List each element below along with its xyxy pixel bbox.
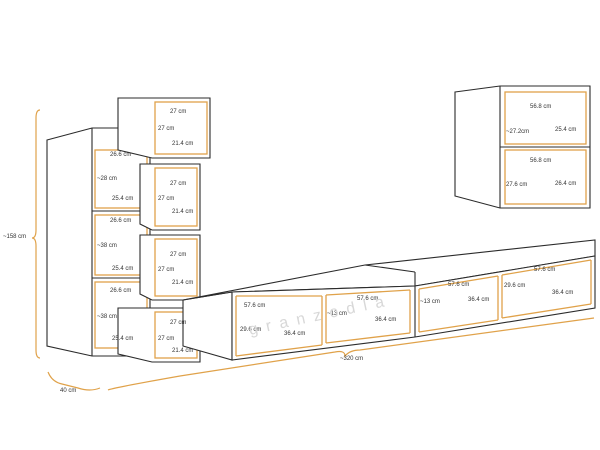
cube-2 <box>139 163 201 231</box>
tall-w2: 26.6 cm <box>110 218 131 224</box>
overall-height-dim <box>31 109 41 359</box>
tv-w1: 57.6 cm <box>244 303 265 309</box>
tall-h2: ~38 cm <box>97 243 117 249</box>
wall-w2: 56.8 cm <box>530 158 551 164</box>
tall-d2: 25.4 cm <box>112 266 133 272</box>
cube3-d: 21.4 cm <box>172 280 193 286</box>
overall-width-dim <box>107 317 595 391</box>
tall-w3: 26.6 cm <box>110 288 131 294</box>
tall-w1: 26.6 cm <box>110 152 131 158</box>
tv-h1: 29.6 cm <box>240 327 261 333</box>
cube1-w: 27 cm <box>170 109 186 115</box>
tv-d1: 36.4 cm <box>284 331 305 337</box>
cube2-h: 27 cm <box>158 196 174 202</box>
tv-d4: 36.4 cm <box>552 290 573 296</box>
tv-h4: 29.6 cm <box>504 283 525 289</box>
cube-3 <box>139 234 201 301</box>
tv-w4: 57.6 cm <box>534 267 555 273</box>
wall-h1: ~27.2cm <box>506 129 529 135</box>
cube2-d: 21.4 cm <box>172 209 193 215</box>
cube2-w: 27 cm <box>170 181 186 187</box>
tv-w2: 57.6 cm <box>357 296 378 302</box>
tall-d3: 25.4 cm <box>112 336 133 342</box>
tv-d3: 36.4 cm <box>468 297 489 303</box>
wall-w1: 56.8 cm <box>530 104 551 110</box>
tv-unit <box>182 239 596 361</box>
cube4-d: 21.4 cm <box>172 348 193 354</box>
tv-h3: ~13 cm <box>420 299 440 305</box>
tall-h1: ~28 cm <box>97 176 117 182</box>
wall-d1: 25.4 cm <box>555 127 576 133</box>
wall-h2: 27.6 cm <box>506 182 527 188</box>
tv-h2: ~13 cm <box>327 311 347 317</box>
cube4-h: 27 cm <box>158 336 174 342</box>
overall-depth-label: 40 cm <box>60 388 76 394</box>
cube1-d: 21.4 cm <box>172 141 193 147</box>
cube3-h: 27 cm <box>158 267 174 273</box>
cube4-w: 27 cm <box>170 320 186 326</box>
tall-h3: ~38 cm <box>97 314 117 320</box>
cube3-w: 27 cm <box>170 252 186 258</box>
overall-width-label: ~320 cm <box>340 356 363 362</box>
cube1-h: 27 cm <box>158 126 174 132</box>
wall-d2: 26.4 cm <box>555 181 576 187</box>
overall-height-label: ~158 cm <box>3 234 26 240</box>
wall-cabinet <box>454 85 591 209</box>
tall-d1: 25.4 cm <box>112 196 133 202</box>
cube-1 <box>117 97 211 159</box>
overall-depth-dim <box>47 371 101 391</box>
tv-w3: 57.6 cm <box>448 282 469 288</box>
tv-d2: 36.4 cm <box>375 317 396 323</box>
